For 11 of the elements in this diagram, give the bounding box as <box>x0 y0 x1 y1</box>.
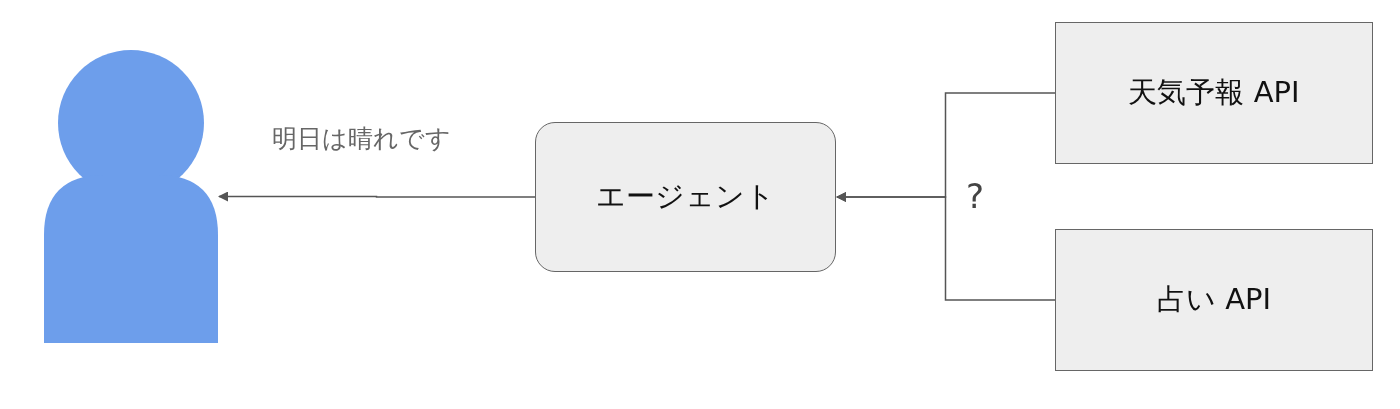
api-box <box>1055 229 1373 371</box>
question-mark-label: ? <box>966 176 985 216</box>
node-label: 占い API <box>1156 281 1272 318</box>
api-box <box>1055 22 1373 164</box>
node-label: 天気予報 API <box>1128 74 1300 111</box>
person-icon <box>44 50 218 343</box>
arrow <box>836 192 1056 301</box>
arrow <box>218 191 536 202</box>
edge-label: 明日は晴れです <box>272 123 451 155</box>
node-label: エージェント <box>596 178 775 215</box>
agent-box <box>535 122 836 272</box>
